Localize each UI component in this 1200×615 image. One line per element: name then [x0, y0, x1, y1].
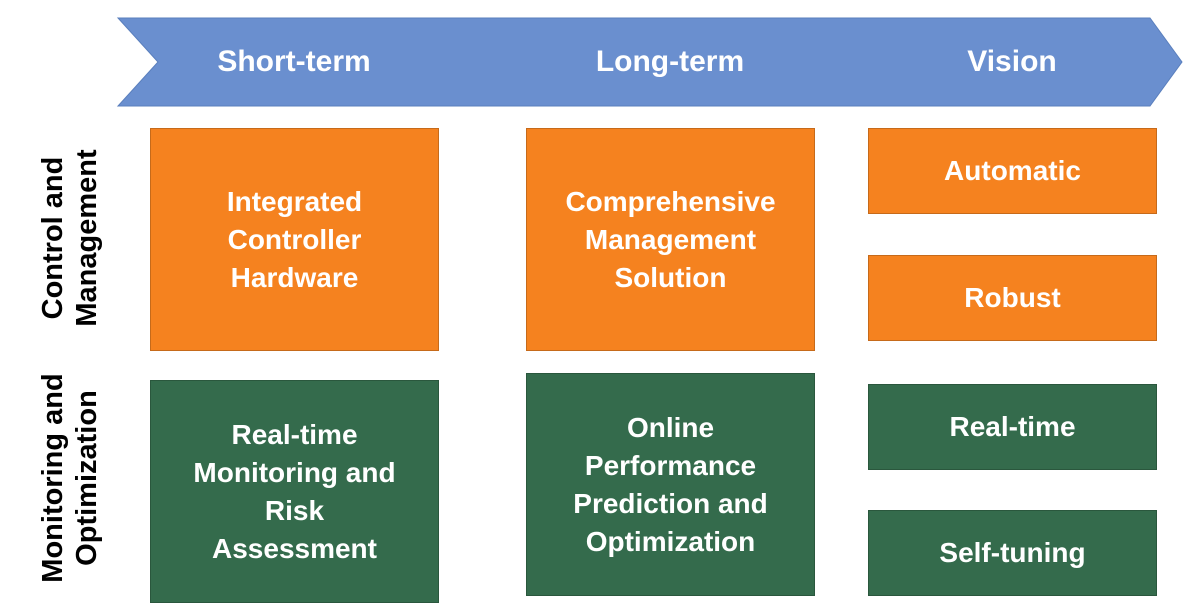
phase-short-term: Short-term — [217, 45, 371, 78]
box-real-time: Real-time — [868, 384, 1157, 470]
box-automatic: Automatic — [868, 128, 1157, 214]
row-label-control-text: Control and Management — [37, 149, 103, 327]
phase-vision: Vision — [967, 45, 1057, 78]
box-robust: Robust — [868, 255, 1157, 341]
phase-long-term: Long-term — [595, 45, 745, 78]
row-label-monitoring-optimization: Monitoring and Optimization — [32, 348, 108, 608]
row-label-control-management: Control and Management — [32, 108, 108, 368]
box-self-tuning: Self-tuning — [868, 510, 1157, 596]
box-text: Online Performance Prediction and Optimi… — [573, 411, 768, 557]
box-online-performance-prediction: Online Performance Prediction and Optimi… — [526, 373, 815, 596]
box-comprehensive-management-solution: Comprehensive Management Solution — [526, 128, 815, 351]
box-realtime-monitoring-risk-assessment: Real-time Monitoring and Risk Assessment — [150, 380, 439, 603]
box-text: Self-tuning — [939, 537, 1086, 568]
row-label-monitoring-text: Monitoring and Optimization — [37, 373, 103, 583]
box-text: Real-time Monitoring and Risk Assessment — [193, 418, 396, 564]
box-text: Comprehensive Management Solution — [565, 185, 776, 293]
box-text: Automatic — [944, 155, 1081, 186]
box-text: Robust — [964, 282, 1061, 313]
timeline-arrow-shape — [116, 17, 1183, 107]
timeline-arrow — [116, 17, 1183, 107]
box-text: Real-time — [949, 411, 1076, 442]
box-text: Integrated Controller Hardware — [226, 185, 363, 293]
box-integrated-controller-hardware: Integrated Controller Hardware — [150, 128, 439, 351]
